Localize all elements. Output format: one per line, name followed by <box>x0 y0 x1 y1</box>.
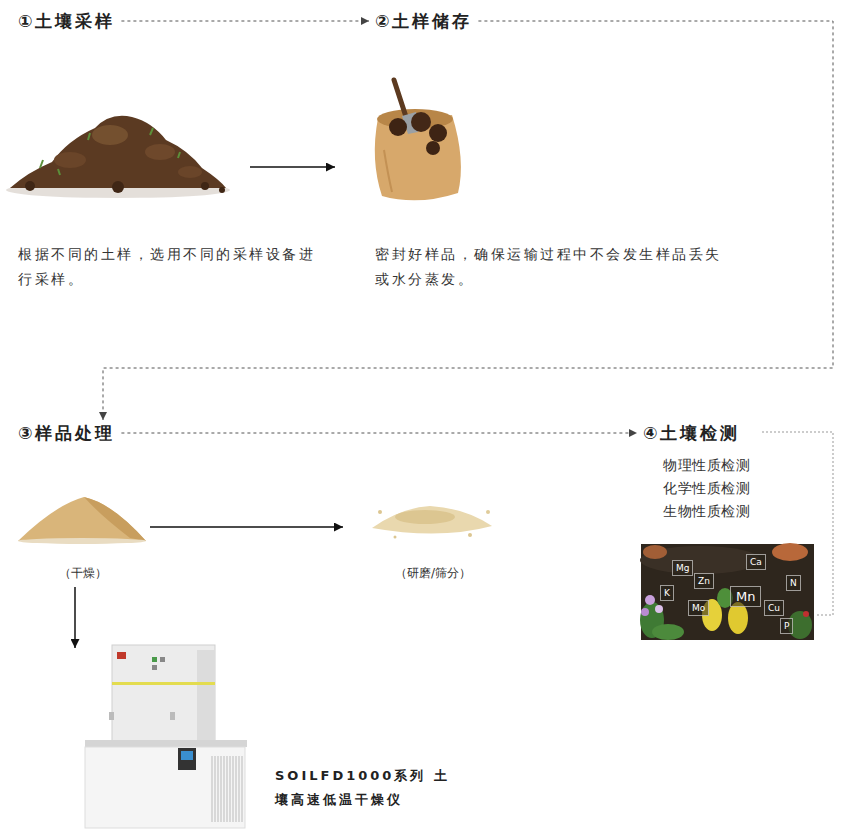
step-heading: ③样品处理 <box>18 422 115 444</box>
element-symbol: Ca <box>746 554 766 570</box>
fine-powder <box>372 506 492 534</box>
soil-photo <box>641 544 814 640</box>
step-heading: ②土样储存 <box>375 10 472 32</box>
sample-bag <box>426 141 440 155</box>
step-block: ③样品处理 <box>12 420 121 446</box>
flow-connector <box>150 526 343 528</box>
process-stage: （干燥） <box>15 495 150 587</box>
test-item: 物理性质检测 <box>663 455 750 475</box>
fine-powder <box>395 510 455 524</box>
freeze-dryer <box>212 756 242 822</box>
fine-powder <box>394 536 397 539</box>
soil-pile <box>201 182 209 190</box>
flow-connector <box>103 21 833 420</box>
test-item: 生物性质检测 <box>663 501 750 521</box>
freeze-dryer <box>85 645 247 828</box>
soil-photo <box>645 595 655 605</box>
freeze-dryer <box>170 712 175 720</box>
sample-bag <box>429 124 447 142</box>
freeze-dryer <box>197 650 215 745</box>
sand-pile <box>18 538 146 544</box>
element-symbol: Zn <box>694 573 714 589</box>
stage-label: （干燥） <box>15 565 150 581</box>
element-symbol: K <box>660 585 674 601</box>
soil-pile <box>6 116 230 198</box>
sample-bag <box>411 112 431 132</box>
soil-pile <box>25 181 35 191</box>
fine-powder <box>372 506 492 539</box>
freeze-dryer <box>152 657 157 662</box>
flow-arrow <box>250 166 335 168</box>
sand-pile <box>18 497 146 544</box>
soil-photo <box>641 608 649 616</box>
soil-photo <box>655 605 663 613</box>
freeze-dryer <box>85 740 247 747</box>
sample-bag <box>389 118 407 136</box>
sample-bag <box>384 150 392 192</box>
soil-photo <box>643 545 667 559</box>
element-symbol: Mg <box>672 560 693 576</box>
freeze-dryer <box>181 751 193 760</box>
element-symbol: Mo <box>688 600 709 616</box>
element-symbol: N <box>786 575 801 591</box>
soil-photo <box>640 546 760 574</box>
step-block: ①土壤采样根据不同的土样，选用不同的采样设备进行采样。 <box>12 8 121 34</box>
freeze-dryer <box>117 652 126 659</box>
stage-label: （研磨/筛分） <box>343 565 523 581</box>
element-symbol: Mn <box>730 586 761 607</box>
freeze-dryer <box>160 657 165 662</box>
sand-pile <box>84 497 146 541</box>
soil-photo <box>652 624 684 640</box>
soil-pile <box>219 187 225 193</box>
process-stage: （研磨/筛分） <box>343 495 523 587</box>
sand-pile <box>18 497 146 541</box>
step-heading: ①土壤采样 <box>18 10 115 32</box>
step-block: ④土壤检测物理性质检测化学性质检测生物性质检测 <box>637 420 746 446</box>
sample-bag <box>375 80 461 200</box>
freeze-dryer <box>85 747 245 828</box>
flow-connector <box>121 21 369 22</box>
soil-photo <box>803 611 809 617</box>
test-item: 化学性质检测 <box>663 478 750 498</box>
soil-photo <box>640 543 814 640</box>
device-name: SOILFD1000系列 土壤高速低温干燥仪 <box>275 764 455 812</box>
flow-connector <box>74 587 76 648</box>
soil-pile <box>40 128 180 175</box>
step-heading: ④土壤检测 <box>643 422 740 444</box>
element-symbol: P <box>780 618 793 634</box>
fine-powder <box>468 533 472 537</box>
soil-pile <box>10 116 226 188</box>
soil-pile <box>54 152 86 168</box>
element-symbol: Cu <box>764 600 784 616</box>
freeze-dryer <box>178 748 196 770</box>
soil-pile <box>92 125 128 145</box>
freeze-dryer <box>109 712 114 720</box>
step-note: 密封好样品，确保运输过程中不会发生样品丢失或水分蒸发。 <box>375 242 730 292</box>
soil-pile <box>112 181 124 193</box>
device-block: SOILFD1000系列 土壤高速低温干燥仪 <box>70 648 442 832</box>
freeze-dryer <box>112 645 215 745</box>
freeze-dryer <box>152 665 157 670</box>
fine-powder <box>486 510 490 514</box>
soil-pile <box>178 166 202 178</box>
soil-pile <box>145 144 175 160</box>
flow-connector <box>121 433 637 434</box>
soil-photo <box>772 543 808 561</box>
step-note: 根据不同的土样，选用不同的采样设备进行采样。 <box>18 242 328 292</box>
freeze-dryer <box>112 682 215 685</box>
fine-powder <box>378 510 382 514</box>
step-block: ②土样储存密封好样品，确保运输过程中不会发生样品丢失或水分蒸发。 <box>369 8 478 34</box>
flow-arrow <box>250 167 335 168</box>
